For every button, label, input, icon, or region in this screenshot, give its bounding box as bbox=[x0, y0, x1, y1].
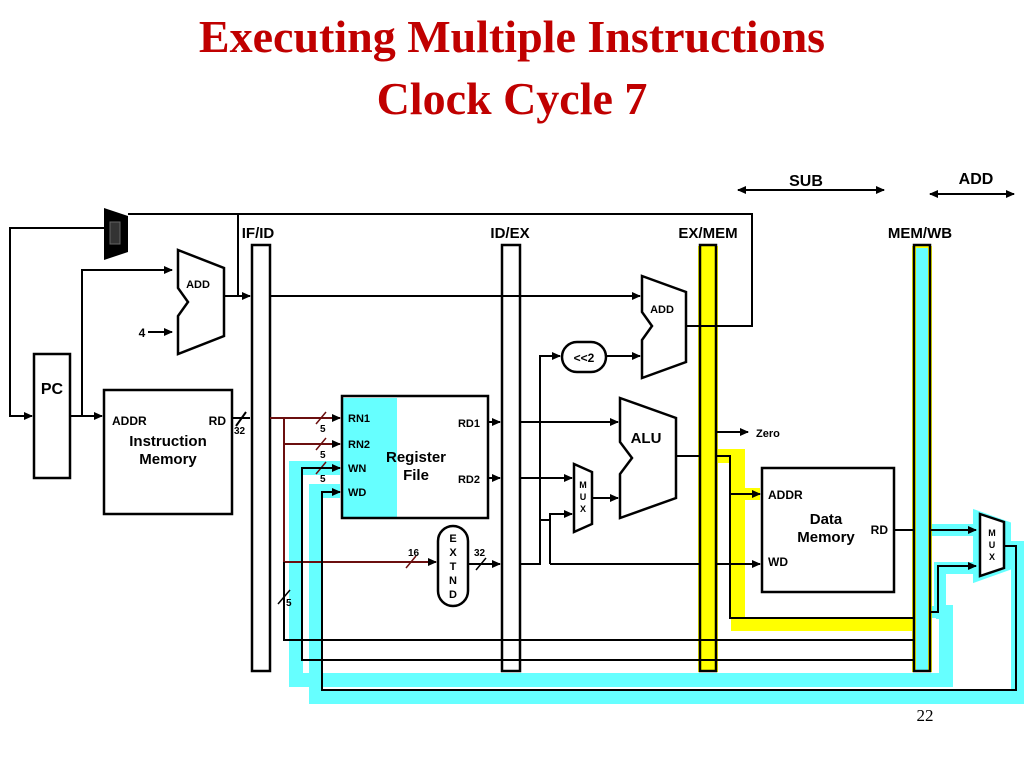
rd2-label: RD2 bbox=[458, 474, 480, 486]
decode-stage: 5 5 5 5 16 RN1 RN2 WN WD RD1 RD2 Registe… bbox=[270, 292, 1017, 691]
mem-wb-inner bbox=[916, 248, 928, 670]
alu-mux-letter-3: X bbox=[580, 504, 586, 514]
execute-stage: <<2 ADD ALU Zero M U X bbox=[520, 274, 780, 565]
sign-extend-unit bbox=[436, 524, 470, 608]
shift-label: <<2 bbox=[574, 351, 595, 365]
instruction-memory bbox=[102, 388, 234, 516]
wb-mux-letter-1: M bbox=[988, 528, 996, 538]
stage-indicators: SUB ADD bbox=[737, 171, 1015, 198]
ex-mem-register bbox=[698, 243, 718, 673]
wn-label: WN bbox=[348, 463, 366, 475]
register-write-port-highlight bbox=[343, 398, 397, 518]
extend-letter-2: X bbox=[449, 547, 457, 559]
slide-title-line1: Executing Multiple Instructions bbox=[198, 11, 826, 62]
slide-title-line2: Clock Cycle 7 bbox=[376, 73, 648, 124]
rn1-label: RN1 bbox=[348, 413, 370, 425]
dmem-wd-label: WD bbox=[768, 555, 788, 569]
dmem-name-line1: Data bbox=[810, 511, 843, 528]
yellow-memory-highlight bbox=[698, 246, 932, 672]
ex-mem-label: EX/MEM bbox=[678, 225, 737, 242]
rn2-width-label: 5 bbox=[320, 450, 326, 461]
pipeline-registers: IF/ID ID/EX EX/MEM MEM/WB bbox=[242, 225, 952, 673]
wn-width-label: 5 bbox=[320, 474, 326, 485]
wb-mux-letter-2: U bbox=[989, 540, 996, 550]
extend-in-width-label: 16 bbox=[408, 548, 420, 559]
writeback-mux bbox=[978, 512, 1006, 578]
memory-stage: ADDR WD RD Data Memory bbox=[716, 455, 914, 619]
dmem-addr-label: ADDR bbox=[768, 488, 803, 502]
id-ex-label: ID/EX bbox=[490, 225, 529, 242]
imem-width-label: 32 bbox=[234, 426, 246, 437]
const-4-label: 4 bbox=[139, 326, 146, 340]
mem-wb-register bbox=[912, 243, 932, 673]
extend-letter-5: D bbox=[449, 589, 457, 601]
alu bbox=[618, 396, 678, 520]
extend-out-width-label: 32 bbox=[474, 548, 486, 559]
alu-mux-letter-1: M bbox=[579, 480, 587, 490]
imem-name-line2: Memory bbox=[139, 451, 197, 468]
imem-name-line1: Instruction bbox=[129, 433, 207, 450]
pc-adder bbox=[176, 248, 226, 356]
extend-letter-4: N bbox=[449, 575, 457, 587]
pc-to-adder-wire bbox=[81, 266, 173, 416]
wb-mux-letter-3: X bbox=[989, 552, 995, 562]
slide-page-number: 22 bbox=[916, 706, 934, 725]
if-id-label: IF/ID bbox=[242, 225, 275, 242]
rn1-width-label: 5 bbox=[320, 424, 326, 435]
dmem-rd-label: RD bbox=[871, 523, 889, 537]
imem-rd-label: RD bbox=[209, 414, 227, 428]
data-memory bbox=[760, 466, 896, 594]
pc-input-wire bbox=[9, 227, 104, 420]
wd-highlight bbox=[309, 484, 1024, 704]
extend-letter-1: E bbox=[449, 533, 456, 545]
mem-wb-label: MEM/WB bbox=[888, 225, 952, 242]
if-id-register bbox=[250, 243, 272, 673]
alu-mux-letter-2: U bbox=[580, 492, 587, 502]
wb-dest-width-label: 5 bbox=[286, 598, 292, 609]
rn2-label: RN2 bbox=[348, 439, 370, 451]
regfile-name-line1: Register bbox=[386, 449, 446, 466]
pc-register bbox=[32, 352, 72, 480]
id-ex-register bbox=[500, 243, 522, 673]
zero-label: Zero bbox=[756, 428, 780, 440]
imem-addr-label: ADDR bbox=[112, 414, 147, 428]
pc-label: PC bbox=[41, 381, 64, 398]
sub-stage-label: SUB bbox=[789, 173, 823, 190]
write-data-wire bbox=[321, 488, 1017, 691]
dmem-name-line2: Memory bbox=[797, 529, 855, 546]
write-register-wire bbox=[301, 464, 914, 661]
branch-adder bbox=[640, 274, 688, 380]
writeback-stage: M U X bbox=[930, 512, 1006, 613]
fetch-stage: PC ADD 4 ADDR RD Instruction Memory 32 bbox=[9, 208, 753, 516]
alu-label: ALU bbox=[631, 430, 662, 447]
rd1-label: RD1 bbox=[458, 418, 480, 430]
add-stage-label: ADD bbox=[959, 171, 994, 188]
wd-label: WD bbox=[348, 487, 366, 499]
branch-adder-label: ADD bbox=[650, 304, 674, 316]
branch-target-wire bbox=[128, 213, 753, 327]
regfile-name-line2: File bbox=[403, 467, 429, 484]
pc-adder-label: ADD bbox=[186, 279, 210, 291]
alu-src-mux bbox=[572, 462, 594, 534]
register-file bbox=[340, 394, 490, 520]
extend-letter-3: T bbox=[450, 561, 457, 573]
